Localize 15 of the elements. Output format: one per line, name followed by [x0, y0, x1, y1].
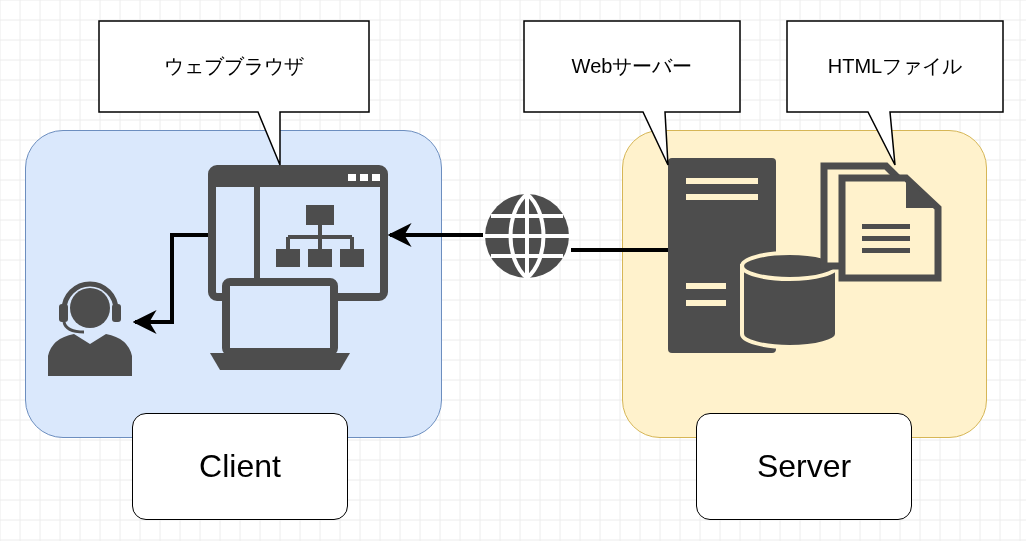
label-box — [132, 413, 348, 520]
globe-icon — [483, 192, 571, 280]
client-area — [25, 130, 442, 438]
region-label: Client — [199, 448, 281, 485]
callout-text: HTMLファイル — [827, 53, 963, 79]
callout-text: Webサーバー — [571, 53, 693, 79]
region-label: Server — [756, 448, 852, 485]
server-area — [622, 130, 987, 438]
arrow — [132, 233, 208, 334]
database-icon — [742, 252, 837, 347]
callout-text: ウェブブラウザ — [164, 53, 304, 79]
label-box — [696, 413, 912, 520]
arrow — [387, 223, 483, 247]
document-icon — [820, 162, 940, 280]
browser-laptop-icon — [208, 165, 388, 370]
